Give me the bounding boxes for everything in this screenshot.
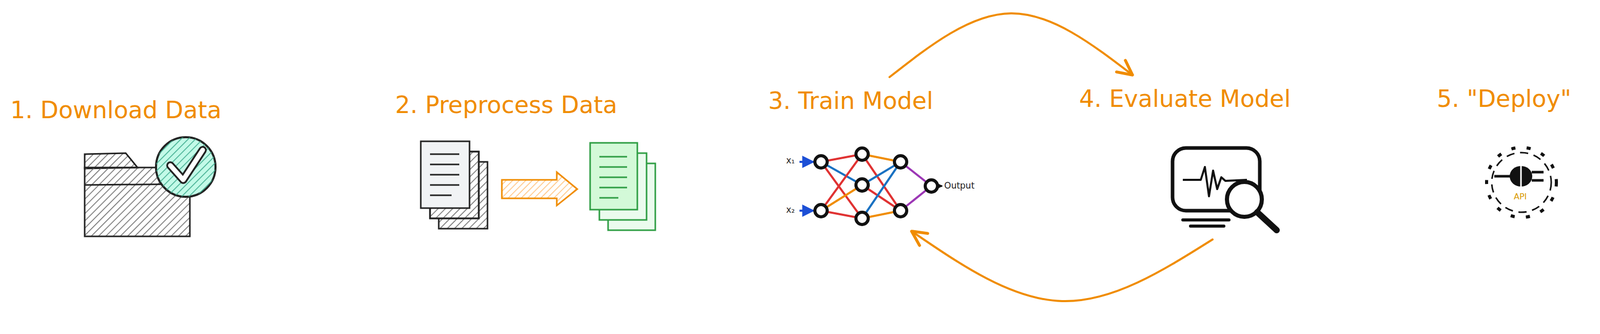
neuron	[814, 204, 828, 217]
neuron	[855, 147, 869, 161]
stage-node: 3. Train Model	[768, 76, 989, 231]
evaluate-icon	[1172, 147, 1277, 230]
monitor-stand	[1190, 224, 1224, 228]
magnifier-handle	[1257, 211, 1277, 230]
transform-arrow	[501, 171, 578, 206]
neuron	[855, 178, 869, 191]
plug-split	[1520, 165, 1523, 187]
doc-line	[430, 184, 460, 186]
doc-line	[599, 155, 628, 158]
doc-line	[430, 194, 452, 197]
loop-arrow	[911, 230, 1214, 301]
neuron	[855, 211, 869, 225]
stage-node: 5. "Deploy"	[1436, 74, 1586, 224]
check-hatch	[155, 137, 216, 197]
doc-lines	[599, 156, 628, 198]
check-mark	[170, 149, 203, 180]
icon-label: x₁	[786, 155, 795, 166]
neuron	[925, 179, 938, 192]
doc-line	[430, 153, 460, 155]
check-outline	[170, 149, 203, 180]
doc-line	[599, 176, 628, 179]
network-weights	[821, 153, 932, 219]
plug-cord	[1494, 174, 1511, 178]
doc-green	[590, 142, 638, 210]
network-neurons	[814, 147, 938, 225]
plug-prong	[1531, 179, 1544, 182]
check-circle	[155, 137, 216, 197]
documents-icon	[420, 141, 656, 230]
doc-lines	[430, 153, 460, 195]
doc-line	[599, 186, 628, 189]
plug-body	[1509, 165, 1533, 187]
stage-node: 2. Preprocess Data	[395, 81, 683, 236]
doc-line	[599, 197, 619, 199]
doc-gray	[420, 141, 470, 208]
neuron	[894, 155, 907, 168]
stage-title: 5. "Deploy"	[1436, 85, 1586, 113]
icon-label: Output	[944, 180, 975, 191]
deploy-icon	[1486, 147, 1557, 218]
icon-label: API	[1513, 191, 1527, 202]
gear-teeth	[1486, 147, 1557, 218]
folder-tab	[84, 152, 138, 169]
neuron	[814, 155, 828, 168]
loop-arrow	[889, 13, 1134, 77]
doc-line	[599, 166, 628, 168]
stage-node: 1. Download Data	[10, 86, 252, 247]
stage-title: 3. Train Model	[768, 87, 989, 115]
input-arrow	[799, 160, 814, 163]
neuron	[894, 204, 907, 217]
folder-icon	[84, 137, 216, 237]
neural-network-icon	[799, 147, 943, 225]
gear-outline	[1491, 152, 1552, 212]
input-arrow	[799, 209, 814, 212]
plug-prong	[1531, 170, 1544, 174]
stage-node: 4. Evaluate Model	[1079, 74, 1346, 240]
monitor-stand	[1182, 218, 1229, 222]
stage-title: 2. Preprocess Data	[395, 91, 683, 119]
doc-line	[430, 163, 460, 166]
stage-title: 4. Evaluate Model	[1079, 85, 1346, 113]
icon-label: x₂	[786, 204, 795, 215]
doc-line	[430, 173, 460, 176]
stage-title: 1. Download Data	[10, 96, 252, 124]
